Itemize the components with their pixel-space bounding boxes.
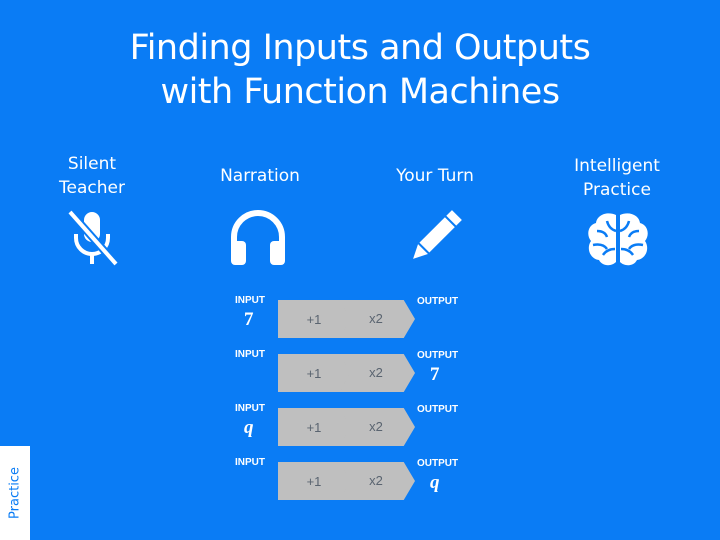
input-label: INPUT bbox=[235, 349, 265, 360]
practice-side-tab-label: Practice bbox=[7, 467, 23, 519]
input-value: 7 bbox=[244, 309, 254, 330]
operation-step-2-label: x2 bbox=[369, 365, 383, 380]
title-line-1: Finding Inputs and Outputs bbox=[129, 28, 591, 68]
input-label: INPUT bbox=[235, 403, 265, 414]
output-label: OUTPUT bbox=[417, 458, 459, 469]
input-label: INPUT bbox=[235, 295, 265, 306]
output-value: 7 bbox=[430, 364, 440, 385]
operation-step-2 bbox=[340, 300, 415, 338]
output-value: q bbox=[430, 472, 440, 493]
operation-step-2 bbox=[340, 408, 415, 446]
operation-step-1 bbox=[278, 300, 353, 338]
operation-step-1 bbox=[278, 462, 353, 500]
operation-step-2 bbox=[340, 462, 415, 500]
slide-title: Finding Inputs and Outputs with Function… bbox=[0, 26, 720, 114]
silent-teacher-line-1: Silent bbox=[67, 154, 117, 174]
headphones-icon[interactable] bbox=[228, 207, 288, 267]
your-turn-label[interactable]: Your Turn bbox=[396, 166, 474, 186]
intelligent-practice-line-2: Practice bbox=[583, 180, 651, 200]
operation-step-2 bbox=[340, 354, 415, 392]
input-value: q bbox=[244, 417, 254, 438]
practice-side-tab[interactable]: Practice bbox=[0, 446, 30, 540]
output-label: OUTPUT bbox=[417, 296, 459, 307]
silent-teacher-label[interactable]: Silent Teacher bbox=[42, 152, 142, 200]
operation-step-1-label: +1 bbox=[306, 420, 322, 435]
narration-label[interactable]: Narration bbox=[220, 166, 300, 186]
operation-step-1-label: +1 bbox=[306, 366, 322, 381]
muted-microphone-icon[interactable] bbox=[64, 208, 122, 268]
operation-step-2-label: x2 bbox=[369, 419, 383, 434]
operation-step-1-label: +1 bbox=[306, 312, 322, 327]
operation-step-1-label: +1 bbox=[306, 474, 322, 489]
title-line-2: with Function Machines bbox=[160, 72, 560, 112]
output-label: OUTPUT bbox=[417, 350, 459, 361]
operation-step-2-label: x2 bbox=[369, 473, 383, 488]
intelligent-practice-line-1: Intelligent bbox=[574, 156, 660, 176]
operation-step-2-label: x2 bbox=[369, 311, 383, 326]
operation-step-1 bbox=[278, 354, 353, 392]
brain-icon[interactable] bbox=[585, 211, 651, 267]
intelligent-practice-label[interactable]: Intelligent Practice bbox=[557, 154, 677, 202]
silent-teacher-line-2: Teacher bbox=[59, 178, 125, 198]
output-label: OUTPUT bbox=[417, 404, 459, 415]
operation-step-1 bbox=[278, 408, 353, 446]
input-label: INPUT bbox=[235, 457, 265, 468]
pencil-icon[interactable] bbox=[406, 208, 464, 266]
